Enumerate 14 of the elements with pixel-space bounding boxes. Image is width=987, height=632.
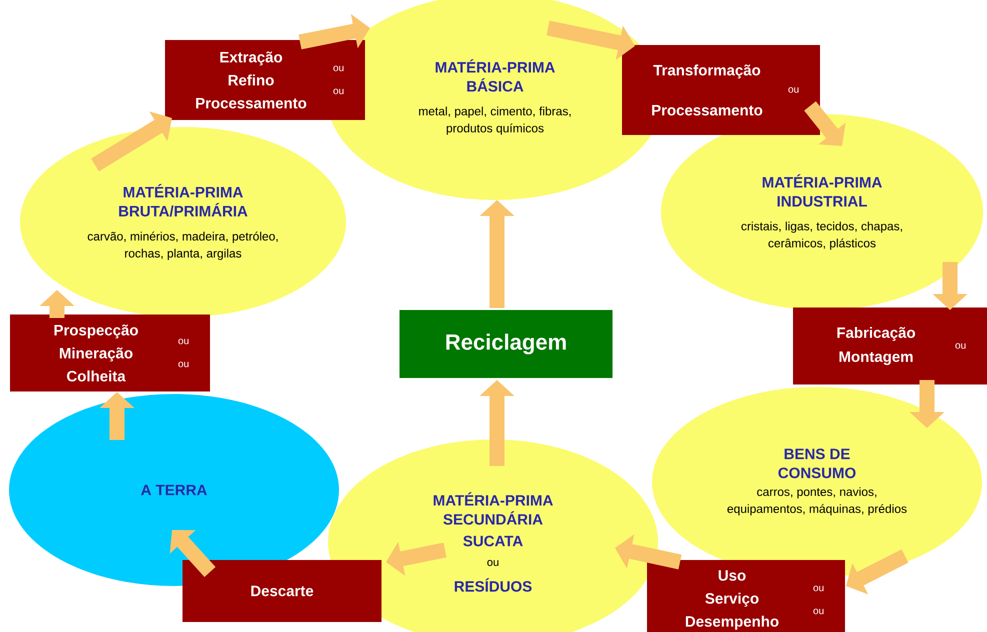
ellipse-node: A TERRA [9,394,339,586]
process-box: Transformação Processamento ou [622,45,820,135]
block-arrow [170,530,216,578]
block-arrow [804,101,846,146]
process-box: Descarte [182,560,382,622]
process-box: Extração Refino Processamento ou ou [165,40,365,120]
ellipse-node: MATÉRIA-PRIMA BRUTA/PRIMÁRIA carvão, minérios, madeira, petróleo, rochas, planta, argilas [20,127,346,317]
process-box: Uso Serviço Desempenho ou ou [647,560,846,632]
process-box: Prospecção Mineração Colheita ou ou [10,314,210,392]
block-arrow [846,549,908,594]
ellipse-node: MATÉRIA-PRIMA INDUSTRIAL cristais, ligas, tecidos, chapas, cerâmicos, plásticos [661,114,984,310]
recycling-box: Reciclagem [400,310,612,378]
block-arrow [91,111,172,172]
process-box: Fabricação Montagem ou [793,308,987,384]
